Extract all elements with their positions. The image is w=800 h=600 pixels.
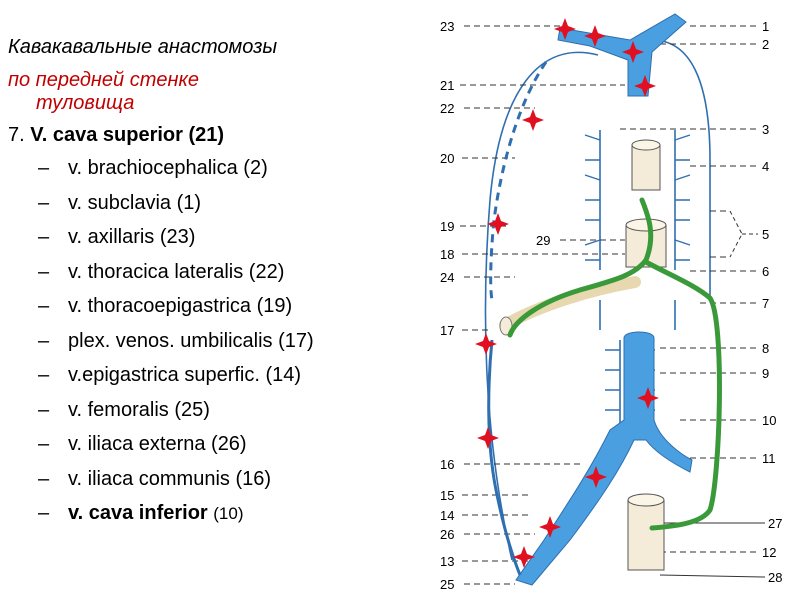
vein-diagram: 23 21 22 20 19 18 24 17 16 15 14 26 13 2… — [440, 13, 782, 592]
list-item-text: v.epigastrica superfic. (14) — [68, 364, 302, 386]
label-27: 27 — [768, 516, 782, 531]
list-item-text: v. axillaris (23) — [68, 226, 196, 248]
marker — [637, 387, 659, 409]
marker — [539, 516, 561, 538]
right-labels: 1 2 3 4 5 6 7 8 9 10 11 27 12 28 — [762, 19, 782, 585]
marker — [522, 109, 544, 131]
marker — [513, 546, 535, 568]
label-8: 8 — [762, 341, 769, 356]
label-25: 25 — [440, 577, 454, 592]
list-item-text: v. iliaca externa (26) — [68, 433, 247, 455]
label-10: 10 — [762, 413, 776, 428]
dash: – — [38, 295, 50, 317]
inferior-vena-cava — [515, 331, 693, 586]
dash: – — [38, 364, 50, 386]
list-item-text: v. thoracica lateralis (22) — [68, 260, 285, 283]
label-4: 4 — [762, 159, 769, 174]
heading: 7. V. cava superior (21) — [8, 122, 418, 148]
label-3: 3 — [762, 122, 769, 137]
label-21: 21 — [440, 78, 454, 93]
label-19: 19 — [440, 219, 454, 234]
label-5: 5 — [762, 227, 769, 242]
list-item: –v. thoracoepigastrica (19) — [38, 292, 418, 327]
esophagus — [625, 139, 667, 571]
list-item-text: v. thoracoepigastrica (19) — [68, 295, 293, 317]
list-item: –v. subclavia (1) — [38, 189, 418, 224]
dash: – — [38, 191, 50, 214]
label-18: 18 — [440, 247, 454, 262]
list-item-number: (10) — [213, 504, 244, 523]
label-23: 23 — [440, 19, 454, 34]
dash: – — [38, 260, 50, 283]
vein-list: –v. brachiocephalica (2) –v. subclavia (… — [8, 154, 418, 534]
bracket-5 — [729, 210, 758, 258]
list-item: –v. femoralis (25) — [38, 396, 418, 431]
label-24: 24 — [440, 270, 454, 285]
list-item: –v. brachiocephalica (2) — [38, 154, 418, 189]
dash: – — [38, 226, 50, 248]
list-item: –v. iliaca communis (16) — [38, 465, 418, 500]
label-7: 7 — [762, 296, 769, 311]
side-branches-left — [584, 134, 691, 411]
marker — [475, 333, 497, 355]
list-item-text: v. subclavia (1) — [68, 191, 202, 214]
label-20: 20 — [440, 151, 454, 166]
title-line-1: Кавакавальные анастомозы — [8, 36, 278, 58]
label-14: 14 — [440, 508, 454, 523]
leader-lines — [460, 25, 758, 585]
marker — [554, 18, 576, 40]
label-1: 1 — [762, 19, 769, 34]
list-item-text: v. iliaca communis (16) — [68, 467, 272, 490]
label-28: 28 — [768, 570, 782, 585]
anastomosis-markers — [475, 18, 659, 568]
list-item: –plex. venos. umbilicalis (17) — [38, 327, 418, 362]
leader-28 — [659, 574, 766, 578]
title-line-3: туловища — [36, 92, 135, 114]
left-labels: 23 21 22 20 19 18 24 17 16 15 14 26 13 2… — [440, 19, 454, 592]
list-item: –v. iliaca externa (26) — [38, 430, 418, 465]
superior-vena-cava — [557, 13, 687, 97]
label-13: 13 — [440, 554, 454, 569]
list-item-text: plex. venos. umbilicalis (17) — [68, 329, 314, 352]
list-item-text: v. brachiocephalica (2) — [68, 157, 268, 179]
list-item-text: v. femoralis (25) — [68, 398, 210, 421]
marker — [585, 466, 607, 488]
label-2: 2 — [762, 37, 769, 52]
title-line-2: по передней стенке — [8, 69, 200, 91]
label-17: 17 — [440, 323, 454, 338]
umbilical-ligament — [499, 276, 641, 331]
label-11: 11 — [762, 451, 776, 466]
marker — [622, 41, 644, 63]
anastomosis-green — [507, 197, 722, 531]
thoracoepigastric-vein — [487, 61, 548, 576]
dash: – — [38, 157, 50, 179]
heading-number: 7. — [8, 124, 25, 146]
label-15: 15 — [440, 488, 454, 503]
list-item-last: –v. cava inferior (10) — [38, 499, 418, 534]
marker — [584, 25, 606, 47]
dash: – — [38, 502, 50, 524]
dash: – — [38, 467, 50, 490]
list-item: –v. thoracica lateralis (22) — [38, 258, 418, 293]
label-29: 29 — [536, 233, 550, 248]
marker — [487, 213, 509, 235]
list-item: –v.epigastrica superfic. (14) — [38, 361, 418, 396]
text-panel: Кавакавальные анастомозы по передней сте… — [8, 34, 418, 534]
heading-bold: V. cava superior (21) — [30, 124, 225, 146]
dash: – — [38, 329, 50, 352]
label-16: 16 — [440, 457, 454, 472]
dash: – — [38, 433, 50, 455]
marker — [634, 75, 656, 97]
marker — [477, 427, 499, 449]
list-item: –v. axillaris (23) — [38, 223, 418, 258]
label-22: 22 — [440, 101, 454, 116]
label-12: 12 — [762, 545, 776, 560]
dash: – — [38, 398, 50, 421]
label-26: 26 — [440, 527, 454, 542]
label-6: 6 — [762, 264, 769, 279]
label-9: 9 — [762, 366, 769, 381]
list-item-bold: v. cava inferior — [68, 502, 208, 524]
